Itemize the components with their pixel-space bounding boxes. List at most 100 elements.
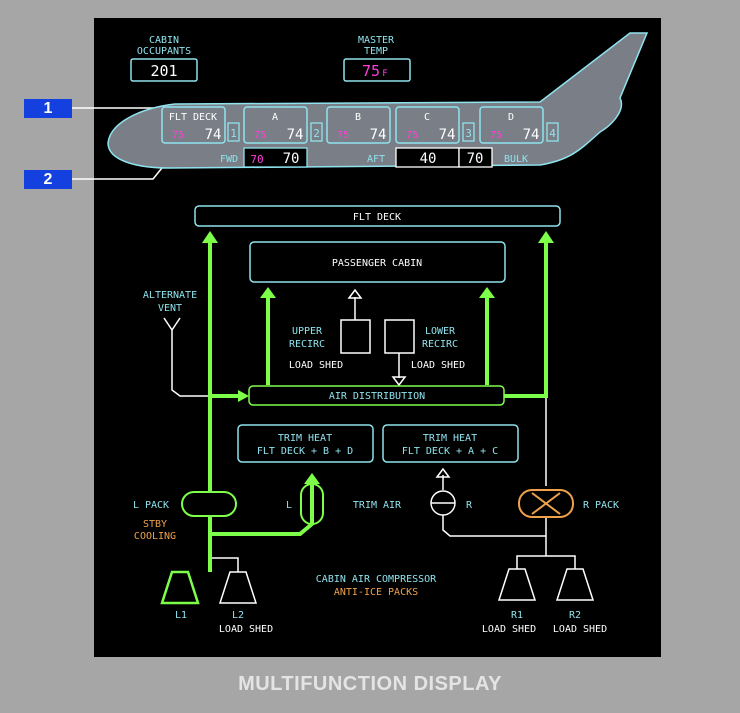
- r2-load-shed: LOAD SHED: [553, 624, 607, 635]
- master-temp-label-2: TEMP: [364, 46, 388, 57]
- display-caption: MULTIFUNCTION DISPLAY: [238, 673, 502, 695]
- door-3-box: [462, 122, 475, 142]
- zone-box: [479, 106, 544, 144]
- cargo-temps: FWD 70 70 AFT 40 70 BULK: [220, 147, 528, 168]
- active-arrowheads: [202, 231, 554, 484]
- zone-label: FLT DECK: [169, 112, 217, 123]
- trim-air-l-arrowhead: [304, 473, 320, 484]
- trim-heat-left-line2: FLT DECK + B + D: [257, 446, 353, 457]
- zone-actual-temp: 74: [439, 127, 456, 143]
- fuselage-outline: [107, 32, 649, 169]
- right-riser-duct: [504, 240, 548, 398]
- l-pack-label: L PACK: [133, 500, 169, 511]
- anti-ice-packs-label: ANTI-ICE PACKS: [334, 587, 418, 598]
- upper-recirc-label-2: RECIRC: [289, 339, 325, 350]
- trim-heat-right: TRIM HEAT FLT DECK + A + C: [382, 424, 519, 463]
- door-1-box: [227, 122, 240, 142]
- zone-box: [326, 106, 391, 144]
- trim-air-r-valve-icon: [430, 490, 456, 516]
- upper-recirc-load-shed: LOAD SHED: [289, 360, 343, 371]
- cargo-aft-actual: 40: [420, 151, 437, 167]
- trim-heat-right-line1: TRIM HEAT: [423, 433, 477, 444]
- air-distribution-box: [248, 385, 505, 406]
- left-riser-arrowhead: [202, 231, 218, 243]
- flt-deck-label: FLT DECK: [353, 212, 401, 223]
- zone-label: C: [424, 112, 430, 123]
- zone-a: A 75 74: [243, 106, 308, 144]
- vent-stroke-left: [163, 317, 173, 331]
- zone-flt-deck: FLT DECK 75 74: [161, 106, 226, 144]
- zone-label: B: [355, 112, 361, 123]
- trim-air-r-arrowhead: [435, 467, 451, 478]
- zone-box: [161, 106, 226, 144]
- cargo-fwd-label: FWD: [220, 154, 238, 165]
- master-temp-value: 75: [362, 62, 380, 80]
- flt-deck-bus: FLT DECK: [194, 205, 561, 227]
- active-ducts: [208, 240, 548, 572]
- door-indicators: 1 2 3 4: [227, 122, 559, 142]
- zone-actual-temp: 74: [287, 127, 304, 143]
- r1-load-shed: LOAD SHED: [482, 624, 536, 635]
- cabin-occupants-label-1: CABIN: [149, 35, 179, 46]
- zone-label: A: [272, 112, 278, 123]
- r-compressor-manifold: [516, 555, 576, 569]
- lower-recirc-fan-box: [384, 319, 415, 354]
- cabin-left-arrowhead: [260, 287, 276, 298]
- cargo-bulk-label: BULK: [504, 154, 528, 165]
- l2-label: L2: [232, 610, 244, 621]
- l-pack-icon: [181, 491, 237, 517]
- cabin-right-arrowhead: [479, 287, 495, 298]
- alternate-vent-label-1: ALTERNATE: [143, 290, 197, 301]
- passenger-cabin-box: [249, 241, 506, 283]
- zone-target-temp: 75: [172, 130, 184, 141]
- trim-air-l-label: L: [286, 500, 292, 511]
- r-pack-x-2: [531, 492, 561, 515]
- zone-label: D: [508, 112, 514, 123]
- cargo-bulk-box: [458, 147, 493, 168]
- vent-stroke-right: [171, 317, 181, 331]
- zone-actual-temp: 74: [205, 127, 222, 143]
- door-2-box: [310, 122, 323, 142]
- trim-air-r-duct: [442, 515, 546, 537]
- upper-recirc-fan-box: [340, 319, 371, 354]
- cargo-fwd-box: [243, 147, 308, 168]
- cabin-occupants-box: [130, 58, 198, 82]
- lower-recirc-arrowhead: [391, 376, 407, 387]
- lower-recirc-label-2: RECIRC: [422, 339, 458, 350]
- door-4-box: [546, 122, 559, 142]
- cabin-occupants: CABIN OCCUPANTS 201: [130, 35, 198, 82]
- cabin-occupants-label-2: OCCUPANTS: [137, 46, 191, 57]
- alternate-vent-duct: [171, 330, 238, 397]
- stby-cooling-label-2: COOLING: [134, 531, 176, 542]
- upper-recirc-label-1: UPPER: [292, 326, 323, 337]
- trim-heat-left-line1: TRIM HEAT: [278, 433, 332, 444]
- zone-target-temp: 75: [406, 130, 418, 141]
- door-1-label: 1: [230, 127, 237, 140]
- zone-box: [395, 106, 460, 144]
- cargo-fwd-actual: 70: [283, 151, 300, 167]
- r-pack-label: R PACK: [583, 500, 619, 511]
- zone-d: D 75 74: [479, 106, 544, 144]
- zone-actual-temp: 74: [523, 127, 540, 143]
- master-temp-unit: F: [382, 69, 387, 79]
- trim-heat-right-line2: FLT DECK + A + C: [402, 446, 498, 457]
- trim-heat-left: TRIM HEAT FLT DECK + B + D: [237, 424, 374, 463]
- zone-c: C 75 74: [395, 106, 460, 144]
- door-3-label: 3: [465, 127, 472, 140]
- l1-compressor-icon: [160, 570, 200, 605]
- master-temp: MASTER TEMP 75 F: [343, 35, 411, 82]
- distribution-inlet-arrowhead: [238, 390, 249, 402]
- l2-compressor-icon: [218, 571, 258, 604]
- air-distribution: AIR DISTRIBUTION: [248, 385, 505, 406]
- l2-duct: [212, 557, 239, 572]
- door-2-label: 2: [313, 127, 320, 140]
- r1-label: R1: [511, 610, 523, 621]
- zone-box: [243, 106, 308, 144]
- cabin-occupants-value: 201: [150, 62, 177, 80]
- cargo-bulk-actual: 70: [467, 151, 484, 167]
- lower-recirc-label-1: LOWER: [425, 326, 456, 337]
- alternate-vent-icon: [163, 317, 181, 331]
- flt-deck-box: [194, 205, 561, 227]
- upper-recirc-arrowhead: [347, 288, 363, 299]
